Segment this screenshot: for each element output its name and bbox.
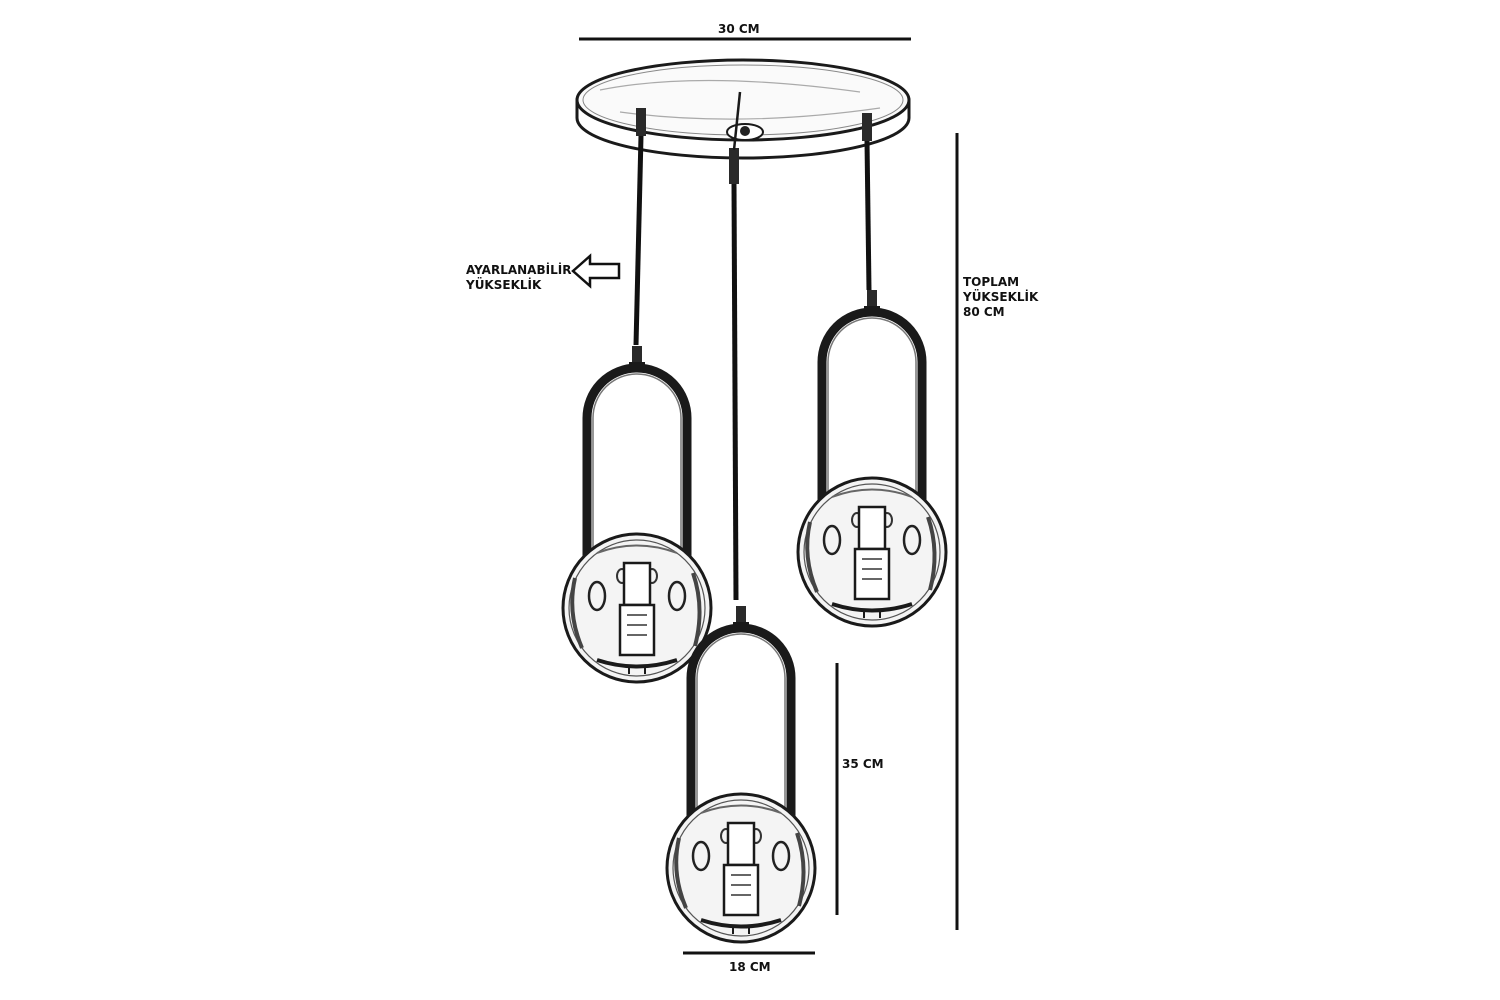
total-height-label-line2: YÜKSEKLİK bbox=[963, 290, 1039, 304]
adjustable-height-label: AYARLANABİLİR YÜKSEKLİK bbox=[466, 263, 571, 293]
adjustable-height-label-line1: AYARLANABİLİR bbox=[466, 263, 572, 277]
bottom-width-label: 18 CM bbox=[729, 960, 771, 974]
ceiling-canopy bbox=[575, 58, 911, 184]
left-arrow-icon bbox=[571, 253, 621, 289]
top-width-label: 30 CM bbox=[718, 22, 760, 36]
total-height-label-line1: TOPLAM bbox=[963, 275, 1020, 289]
pendant-lamp-left bbox=[563, 346, 711, 682]
pendant-height-label: 35 CM bbox=[842, 757, 884, 771]
total-height-label-value: 80 CM bbox=[963, 305, 1005, 319]
suspension-cables bbox=[633, 135, 872, 601]
total-height-label: TOPLAM YÜKSEKLİK 80 CM bbox=[963, 275, 1038, 320]
adjustable-height-label-line2: YÜKSEKLİK bbox=[466, 278, 542, 292]
pendant-lamp-right bbox=[798, 290, 946, 626]
